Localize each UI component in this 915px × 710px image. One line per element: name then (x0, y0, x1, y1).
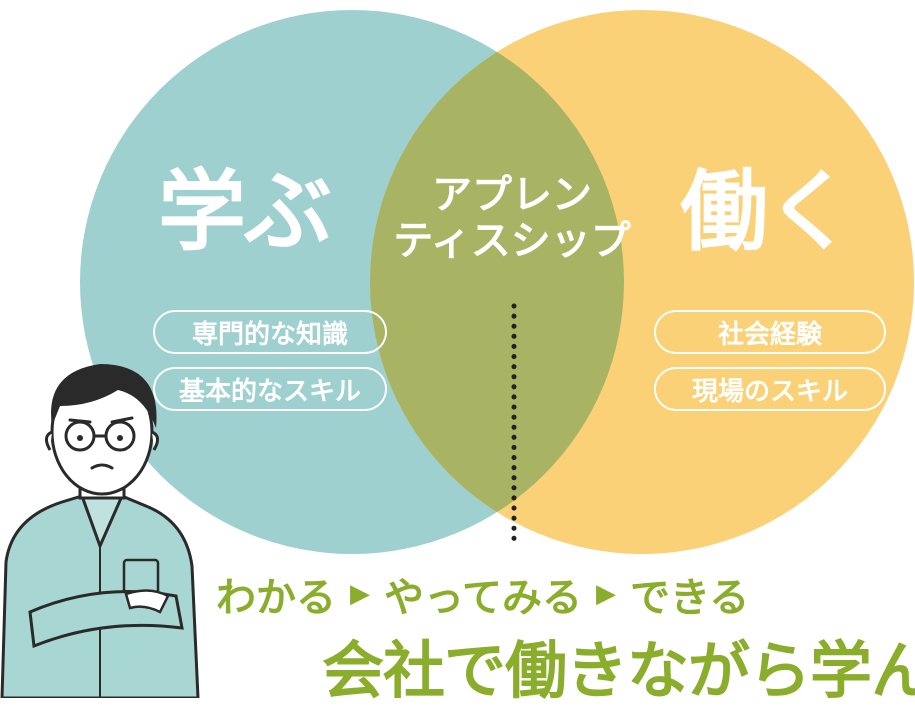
apprenticeship-line-1: アプレン (432, 172, 592, 218)
step-try: やってみる (384, 575, 582, 621)
step-understand: わかる (216, 575, 336, 621)
pill-social-experience: 社会経験 (654, 310, 886, 354)
step-can-do: できる (630, 575, 750, 621)
overlap-region (370, 10, 624, 554)
pill-onsite-skills: 現場のスキル (654, 367, 886, 411)
pill-specialized-knowledge: 専門的な知識 (153, 310, 387, 354)
apprenticeship-line-2: ティスシップ (393, 218, 631, 264)
pill-basic-skills: 基本的なスキル (153, 367, 387, 411)
apprenticeship-title: アプレン ティスシップ (382, 172, 642, 264)
triangle-right-icon: ▶ (596, 579, 616, 609)
learn-title: 学ぶ (158, 160, 332, 263)
thinking-man-illustration (0, 364, 200, 698)
work-title: 働く (680, 160, 854, 263)
learning-steps: わかる ▶ やってみる ▶ できる (216, 565, 749, 623)
tagline: 会社で働きながら学ん (322, 634, 915, 707)
triangle-right-icon: ▶ (350, 579, 370, 609)
